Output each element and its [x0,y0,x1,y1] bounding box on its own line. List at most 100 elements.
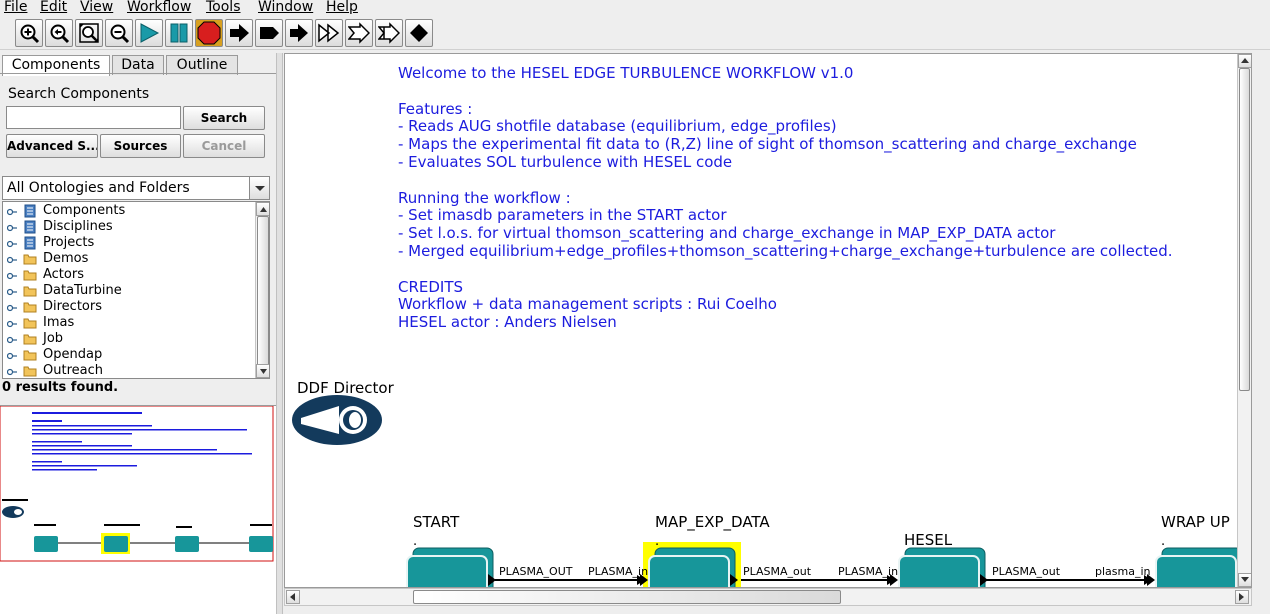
toolbar [0,16,1270,50]
tree-item[interactable]: Disciplines [3,219,253,235]
tab-data[interactable]: Data [112,55,164,75]
annotation-line: - Set imasdb parameters in the START act… [398,206,727,225]
pause-icon [170,23,188,43]
canvas-hscroll-thumb[interactable] [413,590,841,604]
tab-components[interactable]: Components [2,55,110,76]
menu-file[interactable]: File [4,0,28,15]
arrow-line-button[interactable] [255,19,283,47]
tree-item[interactable]: Projects [3,235,253,251]
zoom-fit-button[interactable] [75,19,103,47]
actor-box[interactable] [406,555,488,588]
tree-scrollbar[interactable] [255,202,269,378]
chevron-down-icon[interactable] [249,177,269,199]
advanced-search-button[interactable]: Advanced S... [6,134,98,158]
ddf-director-icon[interactable] [291,394,385,448]
arrow-outline-button[interactable] [345,19,373,47]
actor-label: HESEL [904,531,953,549]
zoom-in-button[interactable] [15,19,43,47]
annotation-line: Welcome to the HESEL EDGE TURBULENCE WOR… [398,64,854,82]
port-label: PLASMA_out [743,565,812,578]
scroll-down-icon[interactable] [1238,573,1251,587]
ontology-select[interactable]: All Ontologies and Folders [2,176,270,200]
actor-box[interactable] [648,555,730,588]
folder-icon [23,300,37,314]
tree-expand-icon[interactable] [6,254,17,264]
tree-item-label: Job [43,331,64,346]
tree-item[interactable]: Imas [3,315,253,331]
workflow-overview[interactable] [0,405,276,614]
annotation-line: - Merged equilibrium+edge_profiles+thoms… [398,242,1173,260]
scroll-left-icon[interactable] [286,590,300,604]
canvas-vscroll-thumb[interactable] [1239,68,1250,391]
menu-tools[interactable]: Tools [206,0,241,15]
canvas-horizontal-scrollbar[interactable] [284,588,1252,606]
output-port-icon[interactable] [488,574,496,586]
tree-item[interactable]: Demos [3,251,253,267]
results-count: 0 results found. [2,380,119,395]
run-button[interactable] [135,19,163,47]
menu-workflow[interactable]: Workflow [127,0,192,15]
annotation-line: - Evaluates SOL turbulence with HESEL co… [398,153,733,171]
tree-expand-icon[interactable] [6,318,17,328]
tree-expand-icon[interactable] [6,206,17,216]
tree-expand-icon[interactable] [6,286,17,296]
zoom-out-button[interactable] [105,19,133,47]
arrow-outline-bar-button[interactable] [375,19,403,47]
scroll-right-icon[interactable] [1235,590,1249,604]
folder-icon [23,252,37,266]
tree-item[interactable]: Opendap [3,347,253,363]
search-input[interactable] [6,106,181,129]
input-port-icon[interactable] [1147,574,1155,586]
scroll-up-icon[interactable] [256,202,269,216]
tree-item-label: Opendap [43,347,103,362]
tab-outline[interactable]: Outline [166,55,238,75]
cancel-button[interactable]: Cancel [183,134,265,158]
tree-expand-icon[interactable] [6,350,17,360]
actor-box[interactable] [1155,555,1237,588]
tree-item[interactable]: Job [3,331,253,347]
canvas-vertical-scrollbar[interactable] [1237,54,1251,587]
tree-item[interactable]: Components [3,203,253,219]
input-port-icon[interactable] [890,574,898,586]
tree-expand-icon[interactable] [6,222,17,232]
scroll-down-icon[interactable] [256,364,269,378]
tree-expand-icon[interactable] [6,302,17,312]
book-icon [23,204,37,218]
tree-expand-icon[interactable] [6,270,17,280]
workflow-canvas[interactable]: Welcome to the HESEL EDGE TURBULENCE WOR… [284,53,1252,588]
tree-scroll-thumb[interactable] [257,216,269,366]
tree-item[interactable]: Directors [3,299,253,315]
actor-box[interactable] [898,555,980,588]
stop-button[interactable] [195,19,223,47]
menu-view[interactable]: View [80,0,114,15]
overview-map [0,406,274,562]
menu-help[interactable]: Help [326,0,358,15]
output-port-icon[interactable] [980,574,988,586]
step-arrow-button[interactable] [225,19,253,47]
menu-window[interactable]: Window [258,0,314,15]
zoom-in-icon [20,24,40,44]
diamond-button[interactable] [405,19,433,47]
tree-expand-icon[interactable] [6,238,17,248]
scroll-up-icon[interactable] [1238,54,1251,68]
tree-item[interactable]: Outreach [3,363,253,378]
pause-button[interactable] [165,19,193,47]
input-port-icon[interactable] [640,574,648,586]
tree-expand-icon[interactable] [6,366,17,376]
menu-edit[interactable]: Edit [40,0,68,15]
tree-item[interactable]: Actors [3,267,253,283]
zoom-reset-button[interactable] [45,19,73,47]
arrow-outline-icon [348,22,370,44]
tree-expand-icon[interactable] [6,334,17,344]
double-arrow-button[interactable] [315,19,343,47]
search-button[interactable]: Search [183,106,265,130]
arrow-bar-button[interactable] [285,19,313,47]
annotation-line: HESEL actor : Anders Nielsen [398,313,617,332]
folder-icon [23,332,37,346]
tree-item-label: Disciplines [43,219,113,234]
tree-item[interactable]: DataTurbine [3,283,253,299]
panel-splitter[interactable] [276,53,283,614]
output-port-icon[interactable] [730,574,738,586]
sources-button[interactable]: Sources [100,134,181,158]
folder-icon [23,268,37,282]
